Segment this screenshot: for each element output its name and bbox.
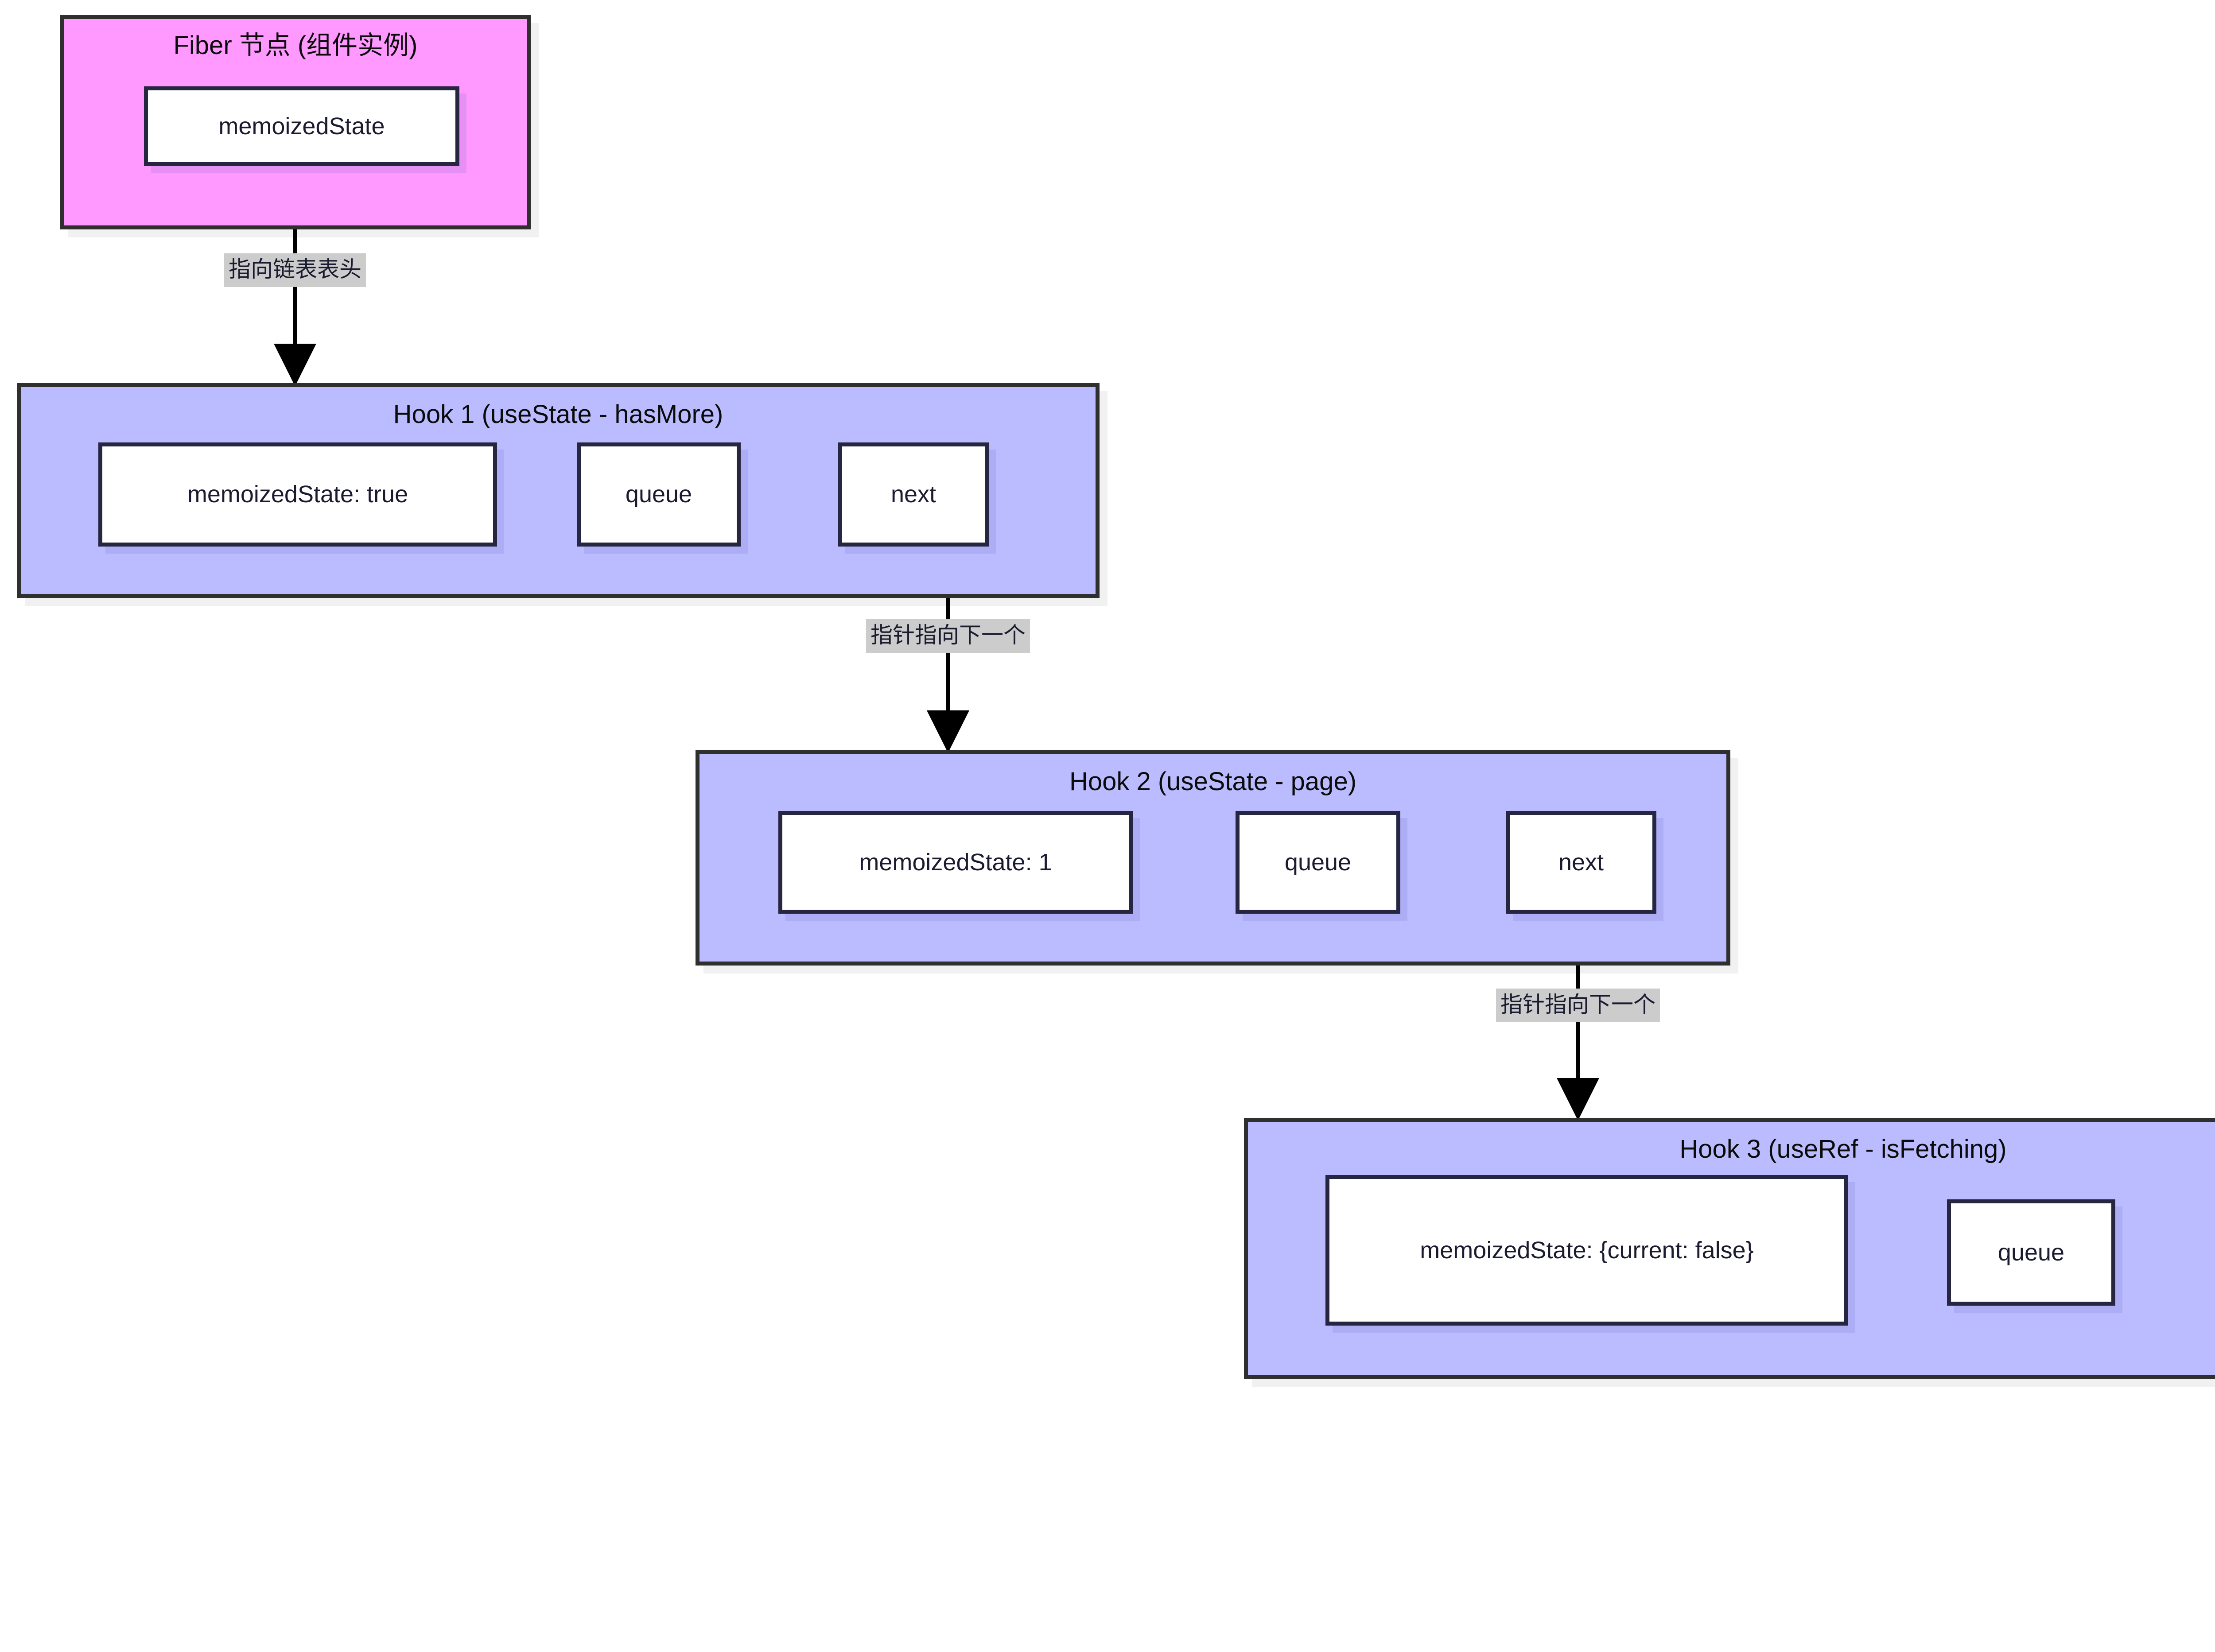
hook3-field-queue[interactable]: queue bbox=[1947, 1199, 2115, 1306]
fiber-field-memoizedstate-label: memoizedState bbox=[218, 112, 385, 140]
hook-node-3[interactable]: Hook 3 (useRef - isFetching) memoizedSta… bbox=[1244, 1118, 2215, 1379]
hook2-field-queue[interactable]: queue bbox=[1236, 811, 1400, 914]
hook3-field-queue-label: queue bbox=[1997, 1239, 2065, 1266]
fiber-node-title: Fiber 节点 (组件实例) bbox=[173, 31, 418, 60]
hook1-field-next[interactable]: next bbox=[838, 442, 989, 547]
edge-label-hook2-to-hook3: 指针指向下一个 bbox=[1496, 989, 1660, 1022]
hook3-field-memoizedstate-label: memoizedState: {current: false} bbox=[1420, 1237, 1754, 1264]
hook1-field-queue-label: queue bbox=[625, 481, 692, 508]
edge-label-hook1-to-hook2: 指针指向下一个 bbox=[866, 619, 1030, 653]
hook2-field-next-label: next bbox=[1558, 849, 1604, 876]
fiber-field-memoizedstate[interactable]: memoizedState bbox=[144, 86, 459, 166]
hook-node-1-title: Hook 1 (useState - hasMore) bbox=[393, 400, 723, 429]
hook1-field-memoizedstate-label: memoizedState: true bbox=[187, 481, 408, 508]
hook1-field-next-label: next bbox=[890, 481, 937, 508]
edge-label-fiber-to-hook1: 指向链表表头 bbox=[224, 253, 366, 287]
hook-node-2-title: Hook 2 (useState - page) bbox=[1069, 767, 1357, 796]
hook2-field-next[interactable]: next bbox=[1506, 811, 1656, 914]
hook1-field-memoizedstate[interactable]: memoizedState: true bbox=[98, 442, 497, 547]
hook3-field-memoizedstate[interactable]: memoizedState: {current: false} bbox=[1325, 1175, 1848, 1326]
hook-node-3-title: Hook 3 (useRef - isFetching) bbox=[1679, 1135, 2007, 1163]
hook1-field-queue[interactable]: queue bbox=[577, 442, 741, 547]
hook2-field-memoizedstate[interactable]: memoizedState: 1 bbox=[778, 811, 1133, 914]
fiber-node[interactable]: Fiber 节点 (组件实例) memoizedState bbox=[60, 15, 531, 229]
hook2-field-queue-label: queue bbox=[1284, 849, 1352, 876]
hook2-field-memoizedstate-label: memoizedState: 1 bbox=[859, 849, 1052, 876]
hook-node-1[interactable]: Hook 1 (useState - hasMore) memoizedStat… bbox=[17, 383, 1100, 598]
hook-node-2[interactable]: Hook 2 (useState - page) memoizedState: … bbox=[696, 750, 1730, 966]
